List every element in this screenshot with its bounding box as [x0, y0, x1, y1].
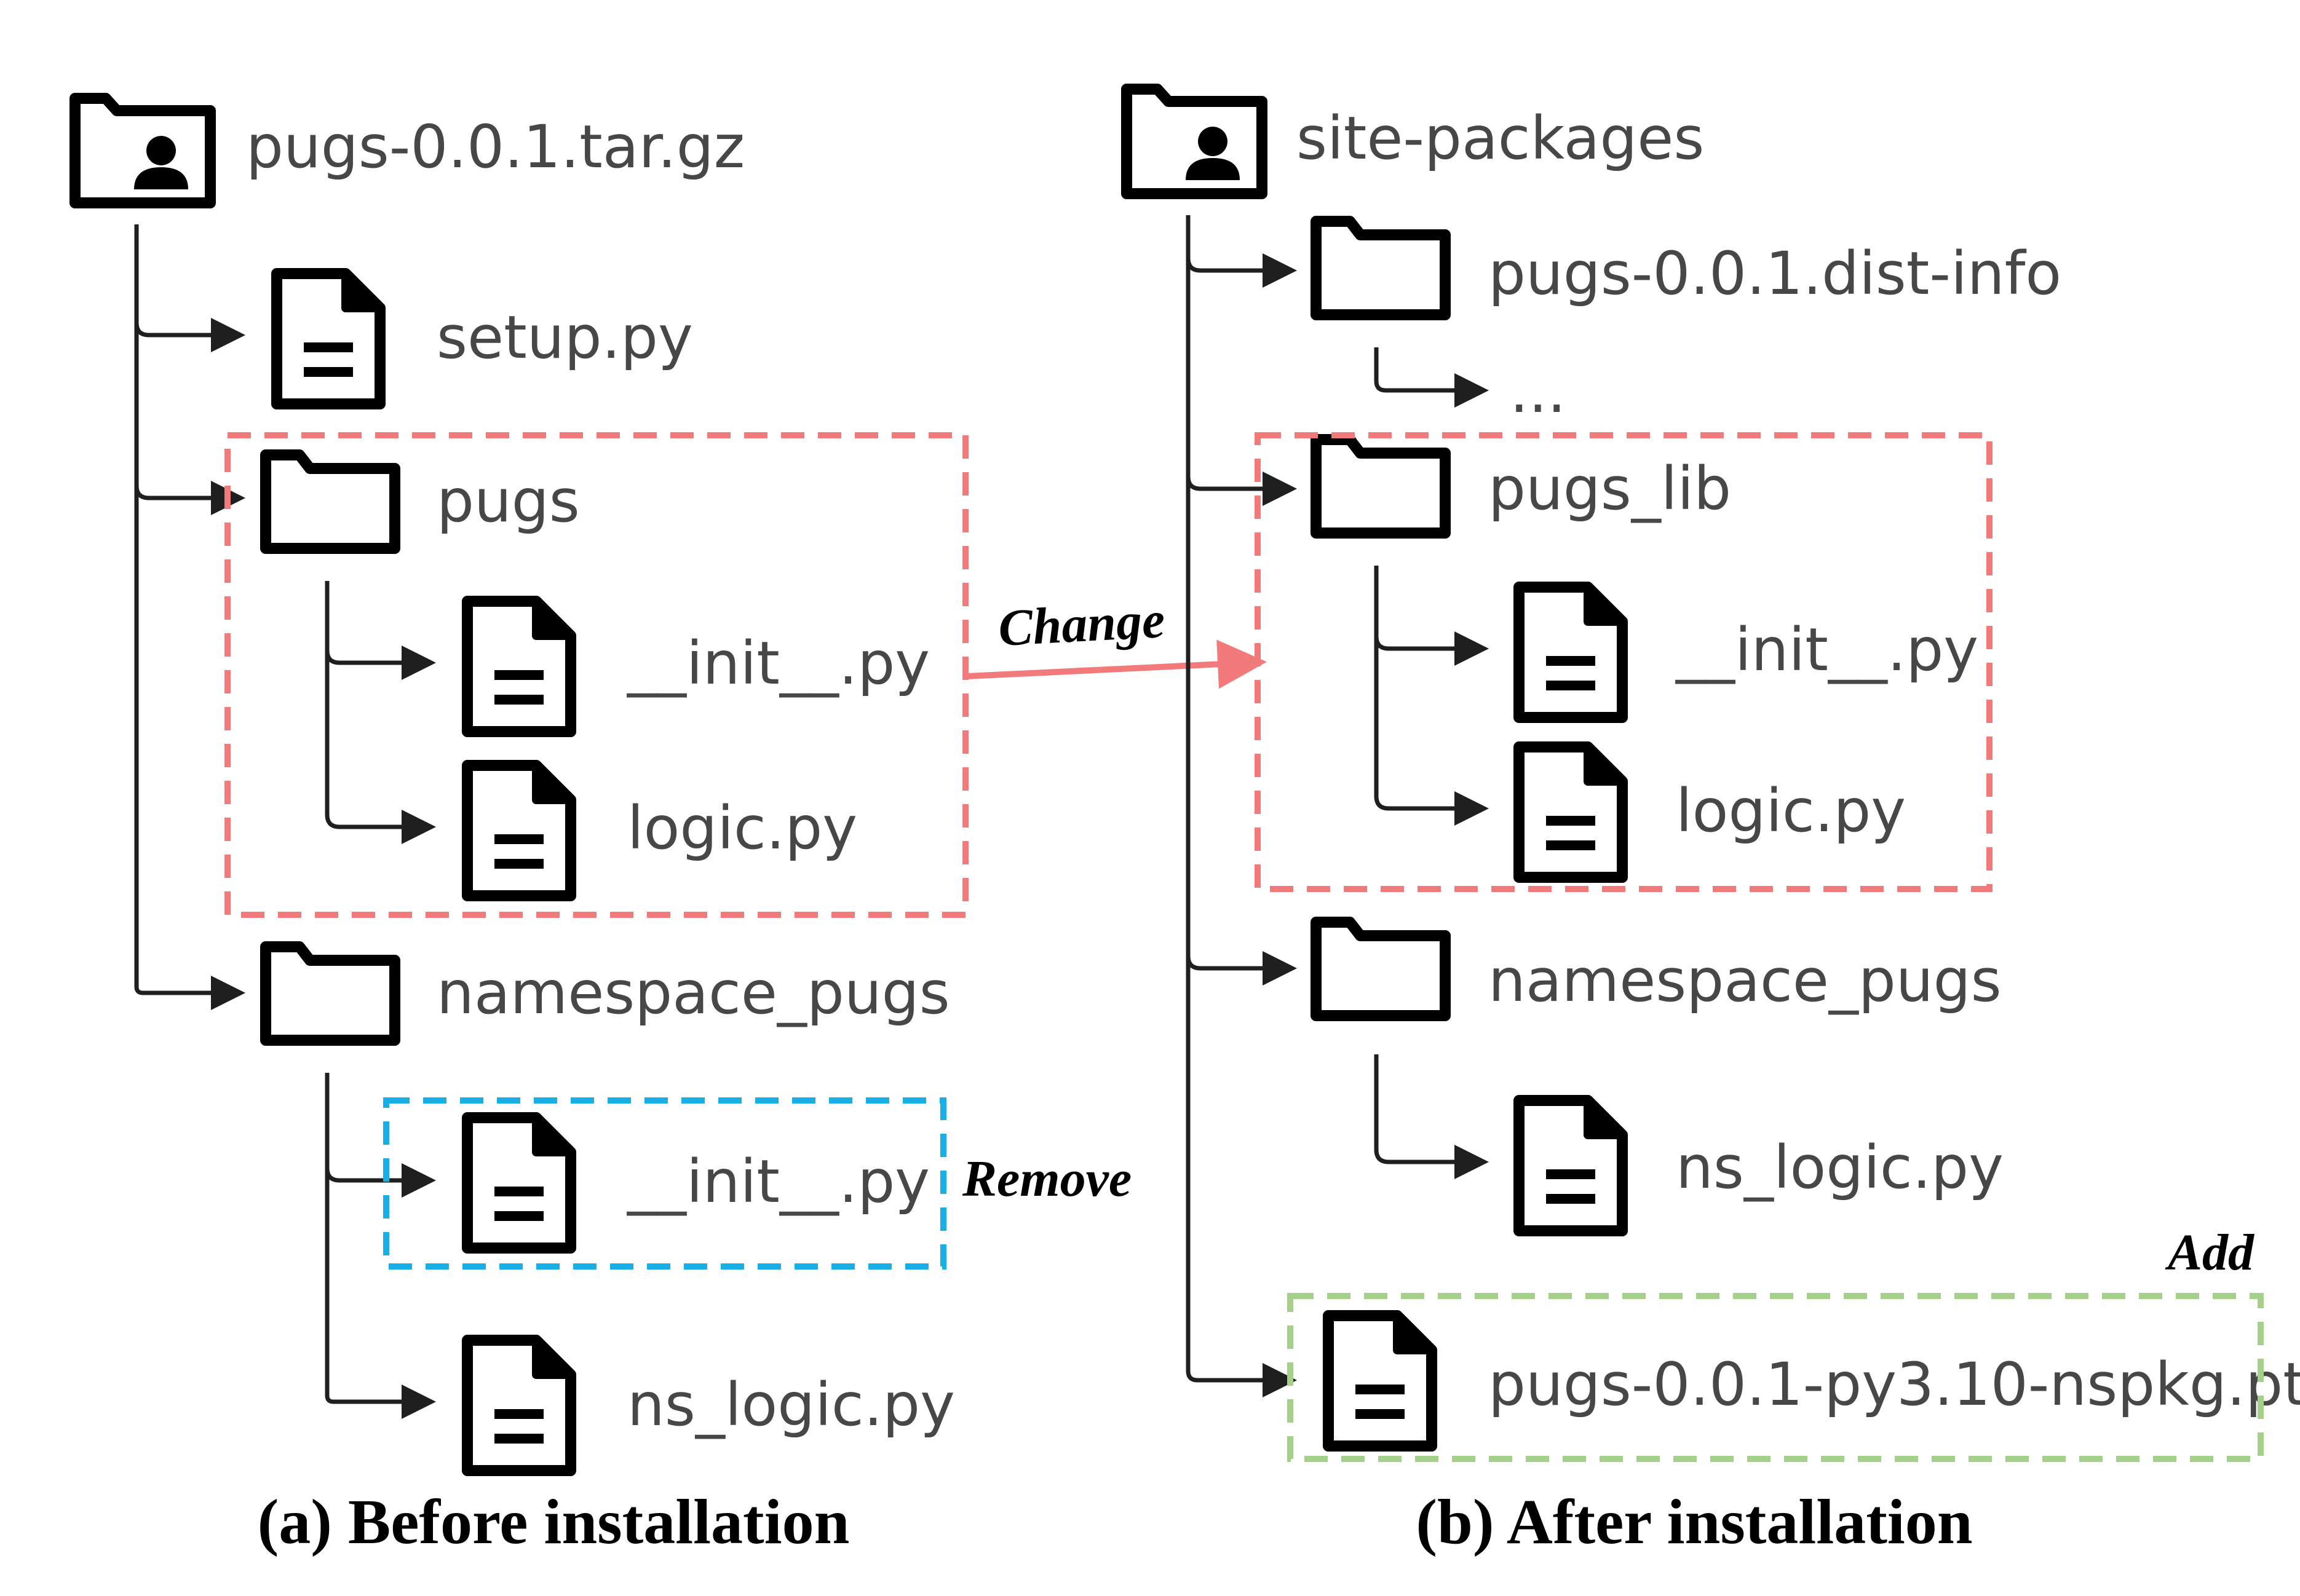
before-caption: (a) Before installation: [258, 1487, 850, 1557]
pugs-label: pugs: [437, 467, 580, 535]
remove-highlight-box: [383, 1097, 946, 1270]
setup-label: setup.py: [437, 303, 693, 372]
pugs-init-file-icon: [467, 601, 571, 732]
namespace-label: namespace_pugs: [437, 958, 950, 1027]
ns-init-file-icon: [467, 1118, 571, 1248]
add-annotation: Add: [2165, 1224, 2255, 1281]
change-annotation: Change: [997, 591, 1166, 657]
after-namespace-folder-icon: [1316, 922, 1445, 1016]
pugs-folder-icon: [266, 455, 395, 548]
setup-file-icon: [277, 274, 380, 404]
ns-logic-file-icon: [467, 1340, 571, 1471]
after-tree: site-packages pugs-0.0.1.dist-info ... p…: [1127, 89, 2300, 1557]
after-ns-logic-label: ns_logic.py: [1676, 1133, 2004, 1202]
pth-label: pugs-0.0.1-py3.10-nspkg.pth: [1488, 1350, 2300, 1419]
ns-init-label: __init__.py: [627, 1147, 930, 1216]
lib-init-label: __init__.py: [1675, 615, 1978, 684]
ns-logic-label: ns_logic.py: [627, 1370, 955, 1439]
lib-logic-label: logic.py: [1676, 776, 1906, 845]
site-packages-folder-icon: [1127, 89, 1262, 194]
root-folder-icon: [75, 98, 210, 203]
lib-logic-file-icon: [1519, 747, 1622, 877]
pth-file-icon: [1328, 1316, 1432, 1446]
remove-annotation: Remove: [962, 1150, 1132, 1207]
change-arrow: [966, 639, 1267, 689]
add-highlight-box: [1287, 1293, 2264, 1462]
before-tree: pugs-0.0.1.tar.gz setup.py pugs __init__…: [75, 98, 969, 1557]
after-namespace-label: namespace_pugs: [1488, 946, 2002, 1015]
pugs-logic-label: logic.py: [627, 794, 857, 863]
pugs-init-label: __init__.py: [627, 629, 930, 698]
pugs-lib-highlight-box: [1255, 432, 1993, 892]
after-caption: (b) After installation: [1416, 1487, 1972, 1557]
after-root-label: site-packages: [1296, 104, 1704, 173]
pugs-logic-file-icon: [467, 765, 571, 896]
dist-info-label: pugs-0.0.1.dist-info: [1488, 239, 2061, 308]
pugs-lib-label: pugs_lib: [1488, 454, 1731, 523]
namespace-folder-icon: [266, 947, 395, 1040]
dist-info-folder-icon: [1316, 221, 1445, 315]
pugs-lib-folder-icon: [1316, 440, 1445, 533]
after-ns-logic-file-icon: [1519, 1100, 1622, 1231]
lib-init-file-icon: [1519, 587, 1622, 717]
before-root-label: pugs-0.0.1.tar.gz: [246, 113, 745, 181]
change-highlight-box: [224, 432, 969, 918]
ellipsis-label: ...: [1510, 357, 1566, 426]
